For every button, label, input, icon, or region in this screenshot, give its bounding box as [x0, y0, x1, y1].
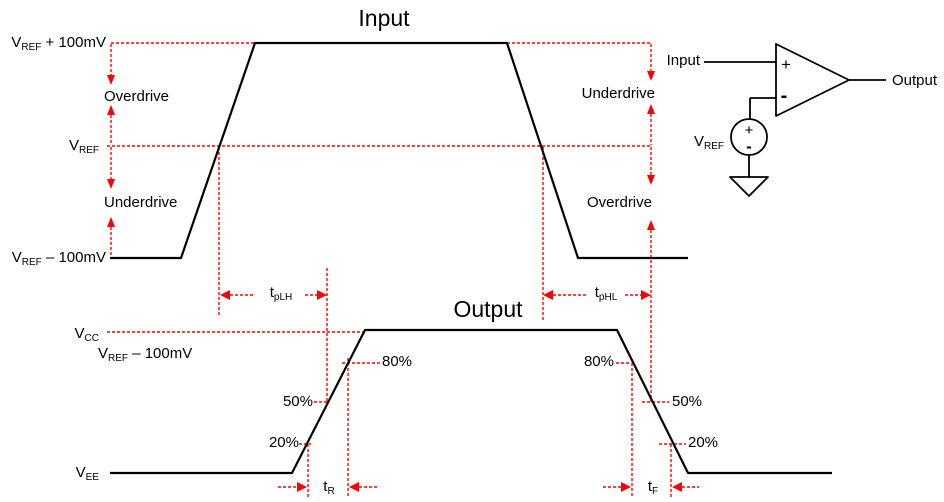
output-title: Output: [453, 296, 523, 322]
input-waveform-trace: [110, 41, 688, 260]
label-output-vref-minus-100mv: VREF – 100mV: [98, 345, 193, 364]
source-minus-icon: -: [746, 137, 752, 156]
output-waveform-trace: [110, 328, 832, 475]
label-80pct-rise: 80%: [382, 353, 413, 370]
rise-time-arrows: [278, 482, 378, 492]
label-vref: VREF: [68, 137, 99, 156]
reference-level-lines: [107, 42, 651, 333]
label-vref-minus-100mv: VREF – 100mV: [11, 249, 106, 268]
comparator-circuit: + - + -: [704, 43, 886, 197]
vertical-marker-lines: [218, 147, 672, 497]
label-underdrive-left: Underdrive: [104, 194, 178, 211]
label-overdrive-right: Overdrive: [586, 194, 652, 211]
tphl-arrow: [543, 290, 651, 300]
label-20pct-fall: 20%: [688, 434, 719, 451]
label-tplh: tpLH: [269, 284, 293, 303]
opamp-minus-icon: -: [781, 85, 788, 107]
input-title: Input: [358, 5, 410, 31]
label-20pct-rise: 20%: [268, 434, 299, 451]
ground-icon: [729, 176, 769, 197]
fall-time-arrows: [603, 482, 699, 492]
label-vcc: VCC: [74, 325, 99, 344]
label-tphl: tpHL: [594, 284, 618, 303]
label-overdrive-left: Overdrive: [104, 88, 170, 105]
label-circuit-input: Input: [666, 52, 700, 69]
label-circuit-output: Output: [892, 72, 938, 89]
overdrive-underdrive-arrows-right: [647, 44, 655, 402]
label-tr: tR: [323, 478, 335, 497]
label-50pct-rise: 50%: [282, 393, 313, 410]
tplh-arrow: [220, 290, 327, 300]
label-circuit-vref: VREF: [693, 133, 724, 152]
label-80pct-fall: 80%: [583, 353, 614, 370]
opamp-triangle: [775, 43, 850, 117]
label-50pct-fall: 50%: [672, 393, 703, 410]
opamp-plus-icon: +: [781, 55, 791, 74]
label-underdrive-right: Underdrive: [581, 85, 655, 102]
label-vee: VEE: [75, 464, 99, 483]
threshold-lines: [299, 362, 686, 445]
source-plus-icon: +: [745, 122, 754, 139]
overdrive-underdrive-arrows-left: [107, 44, 115, 257]
label-vref-plus-100mv: VREF + 100mV: [11, 34, 106, 53]
label-tf: tF: [647, 478, 659, 497]
